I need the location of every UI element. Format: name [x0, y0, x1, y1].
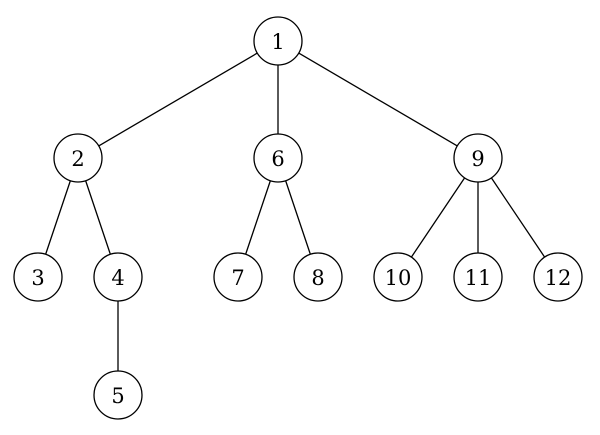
- node-11: 11: [453, 252, 503, 302]
- node-2: 2: [53, 133, 103, 183]
- node-circle-12: [533, 252, 583, 302]
- edge-2-3: [45, 180, 71, 255]
- node-circle-3: [13, 252, 63, 302]
- node-8: 8: [293, 252, 343, 302]
- node-label-9: 9: [471, 147, 484, 171]
- edge-9-10: [410, 177, 466, 258]
- edge-1-2: [98, 52, 258, 147]
- node-label-4: 4: [111, 266, 124, 290]
- node-5: 5: [93, 370, 143, 420]
- node-circle-7: [213, 252, 263, 302]
- node-circle-2: [53, 133, 103, 183]
- edges-layer: [45, 52, 546, 371]
- node-1: 1: [253, 16, 303, 66]
- node-circle-1: [253, 16, 303, 66]
- node-circle-5: [93, 370, 143, 420]
- edge-9-12: [490, 177, 546, 258]
- node-label-7: 7: [231, 266, 244, 290]
- edge-1-9: [298, 52, 458, 147]
- edge-2-4: [85, 180, 111, 255]
- node-label-12: 12: [545, 266, 572, 290]
- node-9: 9: [453, 133, 503, 183]
- node-4: 4: [93, 252, 143, 302]
- node-label-3: 3: [31, 266, 44, 290]
- node-circle-8: [293, 252, 343, 302]
- node-label-6: 6: [271, 147, 284, 171]
- node-circle-10: [373, 252, 423, 302]
- node-12: 12: [533, 252, 583, 302]
- node-circle-4: [93, 252, 143, 302]
- node-label-8: 8: [311, 266, 324, 290]
- edge-6-8: [285, 180, 311, 255]
- edge-6-7: [245, 180, 271, 255]
- node-label-10: 10: [385, 266, 412, 290]
- node-circle-11: [453, 252, 503, 302]
- node-10: 10: [373, 252, 423, 302]
- node-6: 6: [253, 133, 303, 183]
- node-label-11: 11: [465, 266, 492, 290]
- node-label-5: 5: [111, 384, 124, 408]
- node-circle-9: [453, 133, 503, 183]
- node-label-1: 1: [271, 30, 284, 54]
- node-3: 3: [13, 252, 63, 302]
- node-circle-6: [253, 133, 303, 183]
- node-7: 7: [213, 252, 263, 302]
- node-label-2: 2: [71, 147, 84, 171]
